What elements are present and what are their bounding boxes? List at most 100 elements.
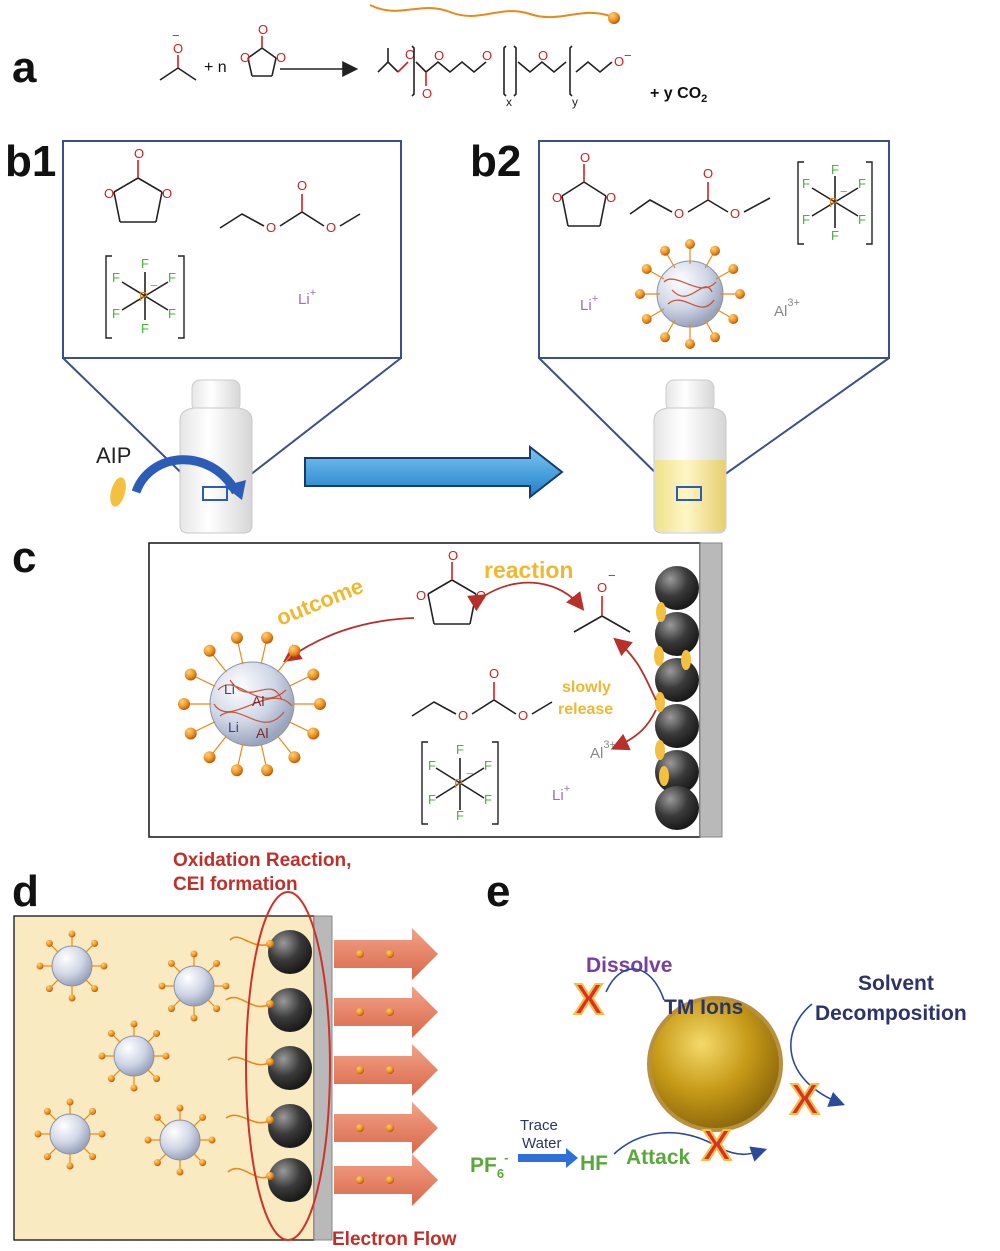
d-bead [107, 1075, 115, 1083]
d-electron-flow-arrows [334, 928, 438, 1206]
svg-text:O: O [297, 178, 307, 193]
b2-bead [660, 245, 670, 256]
d-bead [45, 939, 53, 947]
d-bead [190, 1014, 198, 1022]
c-bead [184, 668, 197, 681]
c-ethyl-methyl-carbonate: O O O [411, 666, 553, 723]
d-bead [98, 1130, 106, 1138]
c-release-arrow-down [610, 709, 657, 751]
svg-text:F: F [168, 270, 176, 285]
panel-a-label: a [12, 43, 37, 92]
attack-label: Attack [626, 1146, 691, 1169]
aip-add-arrow [131, 455, 240, 495]
release-label: release [558, 701, 613, 718]
panel-b1-label: b1 [5, 137, 56, 186]
d-bead [36, 962, 44, 970]
svg-text:y: y [572, 95, 578, 109]
attack-blocked-x: X [702, 1121, 731, 1170]
d-bead [89, 1107, 97, 1115]
b2-nanocluster [656, 260, 724, 328]
electron-dot [386, 950, 394, 958]
b2-bead [710, 332, 720, 343]
d-bead [213, 959, 221, 967]
svg-text:F: F [112, 306, 120, 321]
b2-ethyl-methyl-carbonate: O O O [629, 166, 771, 221]
hf-label: HF [580, 1152, 608, 1175]
svg-text:F: F [456, 742, 464, 757]
svg-text:O: O [482, 48, 492, 63]
oxidation-label-line2: CEI formation [173, 874, 298, 895]
svg-text:O: O [458, 708, 468, 723]
c-current-collector [699, 542, 723, 838]
b1-li-ion: Li+ [298, 287, 316, 308]
solvent-decomposition-arrow [790, 1003, 845, 1107]
c-bead [261, 631, 274, 644]
svg-text:O: O [173, 41, 183, 56]
svg-text:O: O [489, 666, 499, 681]
d-bead [208, 1136, 216, 1144]
electron-dot [386, 1124, 394, 1132]
c-bead [288, 751, 301, 764]
svg-text:O: O [416, 588, 426, 603]
c-bead [178, 698, 190, 710]
svg-text:F: F [858, 212, 866, 227]
c-al-ion: Al3+ [590, 739, 616, 762]
b1-pf6-anion: P − F F F F F F [105, 255, 185, 339]
svg-text:−: − [172, 28, 180, 43]
d-bead [199, 1113, 207, 1121]
svg-text:O: O [162, 186, 172, 201]
d-bead [130, 1084, 138, 1092]
plus-n-text: + n [204, 59, 227, 76]
tm-ions-label: TM Ions [664, 996, 743, 1019]
electron-dot [356, 950, 364, 958]
svg-text:F: F [831, 228, 839, 243]
d-bead [91, 939, 99, 947]
b2-bead [641, 314, 652, 324]
svg-text:O: O [606, 190, 616, 205]
hf-attack-arrow [613, 1131, 768, 1162]
d-bead [68, 930, 76, 938]
c-bead [307, 727, 320, 740]
d-cathode-particles [268, 930, 312, 1202]
c-nanocluster: Li Al Al Li [209, 661, 295, 747]
d-bead [153, 1159, 161, 1167]
d-chain-bead [266, 1172, 274, 1180]
water-label: Water [522, 1135, 561, 1152]
d-bead [199, 1159, 207, 1167]
dissolve-arrow [605, 968, 665, 1001]
d-bead [176, 1168, 184, 1176]
svg-text:F: F [428, 758, 436, 773]
b2-bead [728, 264, 739, 274]
panel-d-label: d [12, 867, 39, 916]
svg-text:P: P [454, 776, 463, 791]
svg-text:F: F [141, 321, 149, 336]
b2-bead [728, 314, 739, 324]
d-bead [43, 1107, 51, 1115]
d-bead [34, 1130, 42, 1138]
svg-text:O: O [580, 150, 590, 165]
solvent-blocked-x: X [790, 1075, 819, 1124]
panel-e: e Dissolve X TM Ions Solvent Decompositi… [470, 867, 967, 1181]
svg-text:F: F [484, 792, 492, 807]
svg-text:O: O [258, 22, 268, 37]
electron-dot [386, 1066, 394, 1074]
trace-label: Trace [520, 1117, 558, 1134]
b2-bead [635, 289, 645, 299]
svg-text:O: O [703, 166, 713, 181]
svg-text:P: P [139, 289, 148, 304]
svg-text:−: − [150, 278, 158, 293]
svg-text:F: F [802, 176, 810, 191]
svg-text:O: O [448, 548, 458, 563]
d-bead [91, 985, 99, 993]
polyether-carbonate-product: O O O O x O y O − [377, 45, 632, 109]
d-bead [167, 1005, 175, 1013]
d-bead [144, 1136, 152, 1144]
b2-bottle [653, 379, 727, 534]
c-bead [184, 727, 197, 740]
svg-text:F: F [456, 808, 464, 823]
panel-c-label: c [12, 533, 36, 582]
svg-text:Li: Li [224, 681, 235, 697]
d-bead [107, 1029, 115, 1037]
d-bead [43, 1153, 51, 1161]
